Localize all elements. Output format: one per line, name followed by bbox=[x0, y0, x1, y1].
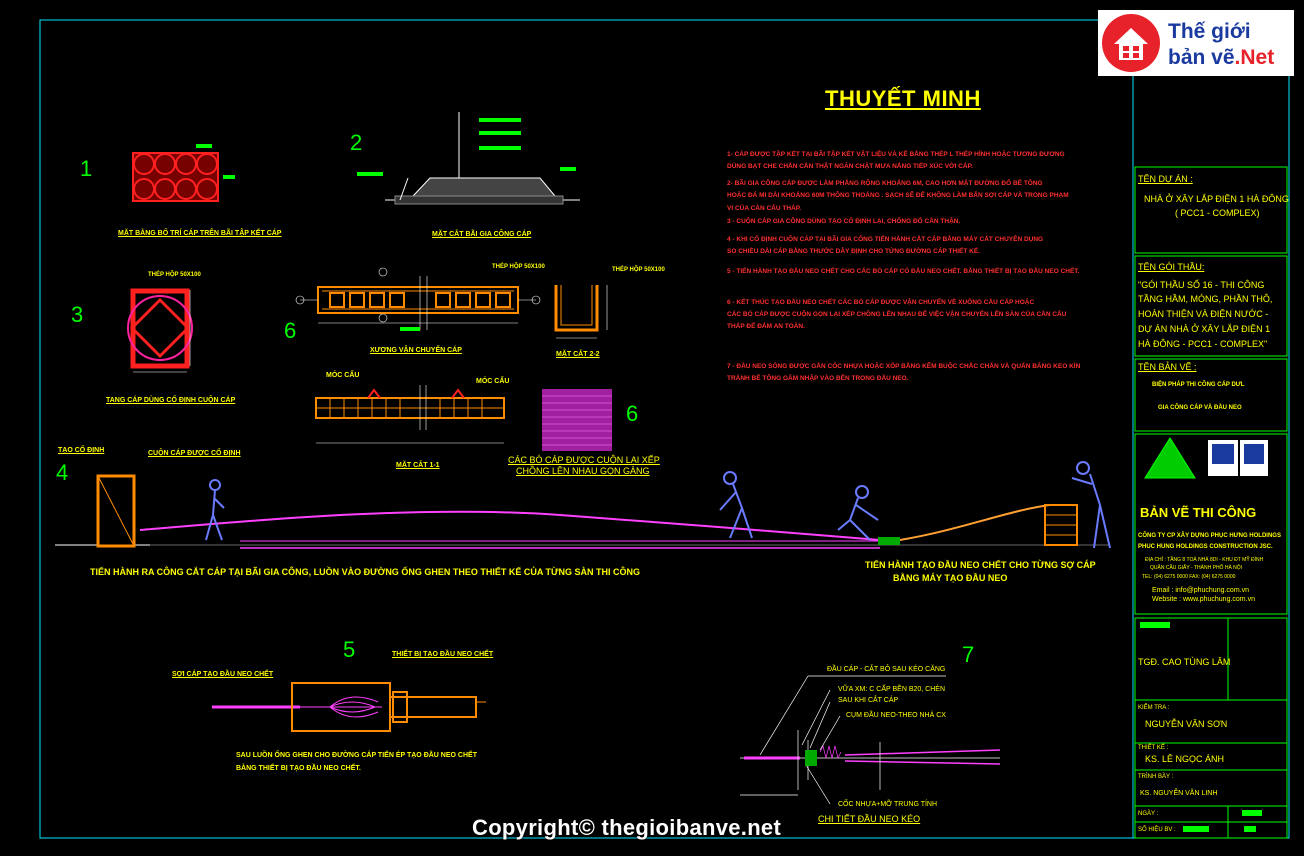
tb-project-label: TÊN DỰ ÁN : bbox=[1138, 174, 1193, 184]
tb-drawing-2: GIA CÔNG CÁP VÀ ĐẦU NEO bbox=[1158, 405, 1242, 411]
company-triangle-logo bbox=[1144, 437, 1196, 479]
tb-package-3: DỰ ÁN NHÀ Ở XÂY LẮP ĐIỆN 1 bbox=[1138, 324, 1271, 334]
logo-line-2b: .Net bbox=[1234, 46, 1275, 69]
diagram-6-section-1-1 bbox=[315, 397, 505, 419]
tb-package-2: HOÀN THIỆN VÀ ĐIỆN NƯỚC - bbox=[1138, 309, 1269, 319]
diagram-7-live-anchor bbox=[740, 675, 1001, 805]
logo-line-2: bản vẽ.Net bbox=[1168, 46, 1274, 70]
tb-package-0: "GÓI THẦU SỐ 16 - THI CÔNG bbox=[1138, 280, 1265, 290]
tb-address-1: QUẬN CẦU GIẤY - THÀNH PHỐ HÀ NỘI bbox=[1150, 565, 1243, 571]
label-anchor-1: TIẾN HÀNH TẠO ĐẦU NEO CHẾT CHO TỪNG SỢ C… bbox=[865, 560, 1096, 570]
label-cut-cable: TIẾN HÀNH RA CÔNG CẮT CÁP TẠI BÃI GIA CÔ… bbox=[90, 567, 640, 577]
label-d1: MẶT BẰNG BỐ TRÍ CÁP TRÊN BÃI TẬP KẾT CÁP bbox=[118, 230, 282, 237]
tb-address-0: ĐỊA CHỈ : TẦNG 8 TOÀ NHÀ 8DI - KHU ĐT MỸ… bbox=[1145, 557, 1264, 563]
diagram-number-6b: 6 bbox=[626, 401, 639, 426]
label-anchor-2: BẰNG MÁY TẠO ĐẦU NEO bbox=[893, 573, 1008, 583]
tb-designer-label: THIẾT KẾ : bbox=[1138, 745, 1169, 751]
tb-email: Email : info@phuchung.com.vn bbox=[1152, 587, 1249, 594]
tb-company-1: PHUC HUNG HOLDINGS CONSTRUCTION JSC. bbox=[1138, 544, 1273, 550]
tb-project-2: ( PCC1 - COMPLEX) bbox=[1175, 208, 1260, 218]
diagram-number-2: 2 bbox=[350, 130, 363, 155]
tb-checker-label: KIỂM TRA : bbox=[1138, 705, 1170, 711]
outer-frame bbox=[39, 19, 1290, 839]
tb-package-1: TẦNG HẦM, MÓNG, PHẦN THÔ, bbox=[1138, 294, 1273, 304]
worker-figures bbox=[205, 461, 1111, 549]
diagram-number-1: 1 bbox=[80, 156, 93, 181]
copyright-watermark: Copyright© thegioibanve.net bbox=[472, 815, 782, 840]
label-d6-coil-1: CÁC BÓ CÁP ĐƯỢC CUỘN LẠI XẾP bbox=[508, 455, 660, 465]
label-d6: XƯƠNG VẬN CHUYỂN CÁP bbox=[370, 347, 462, 354]
diagram-6-coil-bundle bbox=[542, 389, 612, 451]
diagram-number-4: 4 bbox=[56, 460, 69, 485]
tb-drawing-label: TÊN BẢN VẼ : bbox=[1138, 362, 1197, 372]
site-logo[interactable]: Thế giới bản vẽ.Net bbox=[1098, 10, 1294, 76]
label-d6-11: MẶT CẮT 1-1 bbox=[396, 462, 440, 469]
diagram-1-coil-grid bbox=[132, 152, 219, 202]
label-tao-co-dinh: TẠO CỐ ĐỊNH bbox=[58, 447, 105, 454]
label-d6-sec: MẶT CẮT 2-2 bbox=[556, 351, 600, 358]
tb-package-4: HÀ ĐÔNG - PCC1 - COMPLEX" bbox=[1138, 339, 1268, 349]
tb-drawing-1: BIỆN PHÁP THI CÔNG CÁP DƯL bbox=[1152, 382, 1245, 388]
diagram-3-cable-drum bbox=[127, 288, 193, 373]
tb-stage: BẢN VẼ THI CÔNG bbox=[1140, 505, 1257, 520]
tb-drafter-label: TRÌNH BÀY : bbox=[1138, 774, 1174, 780]
label-d7-d: CỤM ĐẦU NEO-THEO NHÀ CX bbox=[846, 712, 946, 719]
label-d5-right: THIẾT BỊ TẠO ĐẦU NEO CHẾT bbox=[392, 651, 494, 658]
tb-company-0: CÔNG TY CP XÂY DỰNG PHỤC HƯNG HOLDINGS bbox=[1138, 533, 1281, 539]
label-d6-top: THÉP HỘP 50X100 bbox=[492, 264, 545, 270]
diagram-number-5: 5 bbox=[343, 637, 356, 662]
tb-designer: KS. LÊ NGỌC ÁNH bbox=[1145, 754, 1225, 764]
tb-address-2: TEL: (04) 6275 0000 FAX: (04) 6275 0000 bbox=[1142, 574, 1236, 580]
house-icon bbox=[1102, 14, 1160, 72]
diagram-6-section-2-2 bbox=[554, 285, 599, 332]
tb-date-label: NGÀY : bbox=[1138, 811, 1159, 817]
tb-package-label: TÊN GÓI THẦU: bbox=[1138, 262, 1205, 272]
tb-director: TGĐ. CAO TÙNG LÂM bbox=[1138, 657, 1231, 667]
label-d7-e: CỐC NHỰA+MỠ TRUNG TÍNH bbox=[838, 801, 938, 808]
tb-sheet-label: SỐ HIỆU BV : bbox=[1138, 827, 1176, 833]
diagram-2-yard-section bbox=[357, 112, 580, 205]
label-d5-left: SỢI CÁP TẠO ĐẦU NEO CHẾT bbox=[172, 671, 274, 678]
label-d6-coil-2: CHỒNG LÊN NHAU GỌN GÀNG bbox=[516, 466, 650, 476]
label-moc-cau-2: MÓC CẨU bbox=[476, 378, 510, 385]
label-d5-note-2: BẰNG THIẾT BỊ TẠO ĐẦU NEO CHẾT. bbox=[236, 765, 361, 772]
logo-line-1: Thế giới bbox=[1168, 20, 1251, 43]
label-d7-title: CHI TIẾT ĐẦU NEO KÉO bbox=[818, 814, 921, 824]
label-d6-sec-top: THÉP HỘP 50X100 bbox=[612, 267, 665, 273]
label-d7-b: VỮA XM: C CẤP BỀN B20, CHÈN bbox=[838, 686, 945, 693]
tb-website: Website : www.phuchung.com.vn bbox=[1152, 596, 1255, 603]
label-d5-note-1: SAU LUỒN ỐNG GHEN CHO ĐƯỜNG CÁP TIẾN ÉP … bbox=[236, 752, 477, 759]
diagram-number-7: 7 bbox=[962, 642, 975, 667]
tb-checker: NGUYỄN VĂN SƠN bbox=[1145, 719, 1228, 729]
label-moc-cau-1: MÓC CẨU bbox=[326, 372, 360, 379]
diagram-number-6a: 6 bbox=[284, 318, 297, 343]
label-cuon-cap: CUỘN CÁP ĐƯỢC CỐ ĐỊNH bbox=[148, 450, 241, 457]
label-d7-c: SAU KHI CẮT CÁP bbox=[838, 697, 899, 704]
diagram-4-ground-scene bbox=[55, 474, 1110, 549]
logo-line-2a: bản vẽ bbox=[1168, 46, 1235, 69]
label-d2: MẶT CẮT BÃI GIA CÔNG CÁP bbox=[432, 231, 532, 238]
diagram-number-3: 3 bbox=[71, 302, 84, 327]
tb-project-1: NHÀ Ở XÂY LẮP ĐIỆN 1 HÀ ĐÔNG bbox=[1144, 194, 1289, 204]
label-d7-a: ĐẦU CÁP - CẮT BỎ SAU KÉO CĂNG bbox=[827, 666, 946, 673]
diagram-6-transport-frame bbox=[317, 286, 519, 314]
notes-title: THUYẾT MINH bbox=[825, 86, 981, 111]
label-d3-top: THÉP HỘP 50X100 bbox=[148, 272, 201, 278]
diagram-5-anchor-device bbox=[212, 682, 486, 732]
tb-drafter: KS. NGUYỄN VĂN LINH bbox=[1140, 790, 1218, 797]
label-d3: TANG CÁP DÙNG CỐ ĐỊNH CUỘN CÁP bbox=[106, 397, 236, 404]
title-block-grid bbox=[1134, 166, 1288, 839]
